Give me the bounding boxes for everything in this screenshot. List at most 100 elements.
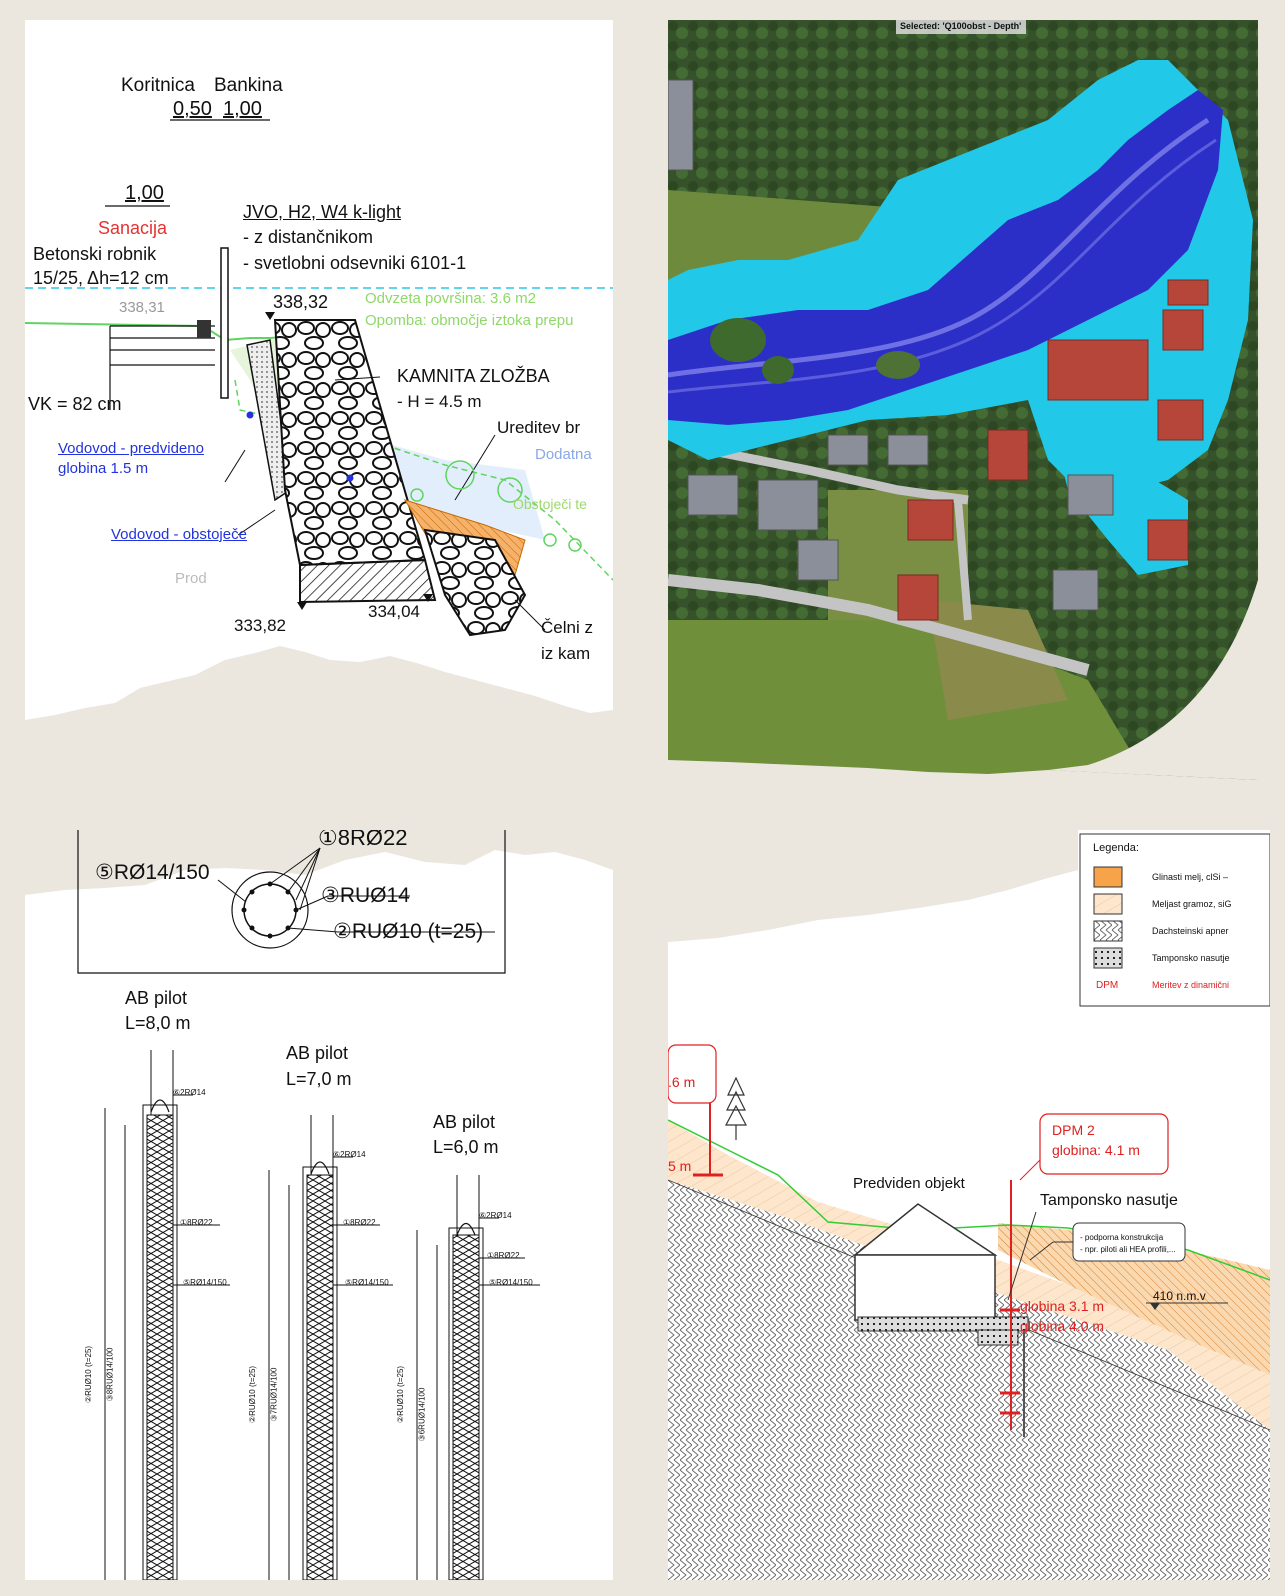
cross-section-panel: Koritnica Bankina 0,50 1,00 1,00 Sanacij… xyxy=(25,20,613,748)
pile-c-r5: ⑤RØ14/150 xyxy=(489,1278,533,1287)
geo-profile-panel: Legenda: Glinasti melj, clSi – Meljast g… xyxy=(668,830,1270,1580)
pile-drawing-panel: ①8RØ22 ⑤RØ14/150 ③RUØ14 ②RUØ10 (t=25) AB… xyxy=(25,830,613,1580)
koritnica-label: Koritnica xyxy=(121,75,195,96)
pile-a-vert-3: ③8RUØ14/100 xyxy=(105,1347,115,1402)
selected-layer-label: Selected: 'Q100obst - Depth' xyxy=(900,21,1022,31)
legend-item-dpm: Meritev z dinamični xyxy=(1152,980,1230,990)
pile-c-vert-2: ②RUØ10 (t=25) xyxy=(396,1365,406,1424)
pile-c-r1: ①8RØ22 xyxy=(487,1251,520,1260)
pile-b-vert-2: ②RUØ10 (t=25) xyxy=(248,1365,258,1424)
h45-label: - H = 4.5 m xyxy=(397,392,482,411)
pile-a-vert-2: ②RUØ10 (t=25) xyxy=(84,1345,94,1404)
legend-swatch-limestone xyxy=(1093,920,1123,942)
pile-b-r1: ①8RØ22 xyxy=(343,1218,376,1227)
pile-a-r5: ⑤RØ14/150 xyxy=(183,1278,227,1287)
legend-item-limestone: Dachsteinski apner xyxy=(1152,926,1229,936)
pile-c-r6: ⑥2RØ14 xyxy=(479,1211,512,1220)
legend-item-gravel: Meljast gramoz, siG xyxy=(1152,899,1232,909)
pile-cross-section xyxy=(231,871,309,949)
tamponsko-label: Tamponsko nasutje xyxy=(1040,1192,1178,1209)
odvzeta-label: Odvzeta površina: 3.6 m2 xyxy=(365,290,536,307)
concrete-curb xyxy=(197,320,211,338)
legend-swatch-fill xyxy=(1093,947,1123,969)
dim-100a: 1,00 xyxy=(223,98,262,120)
torn-paper-edge xyxy=(25,646,613,748)
elevation-label: 410 n.m.v xyxy=(1153,1289,1206,1303)
pile-a-length: L=8,0 m xyxy=(125,1013,191,1033)
legend-box xyxy=(1079,833,1270,1007)
guard-rail-post xyxy=(220,247,229,399)
pile-b-length: L=7,0 m xyxy=(286,1069,352,1089)
legend-title: Legenda: xyxy=(1093,842,1139,854)
pile-a-title: AB pilot xyxy=(125,988,188,1008)
elev-33832: 338,32 xyxy=(273,292,329,312)
label-rebar-3: ③RUØ14 xyxy=(321,884,410,907)
celni-label: Čelni z xyxy=(541,618,593,637)
dodatna-label: Dodatna xyxy=(535,446,592,463)
ureditev-label: Ureditev br xyxy=(497,418,581,437)
robnik-dim-label: 15/25, Δh=12 cm xyxy=(33,268,169,288)
pile-b-title: AB pilot xyxy=(286,1043,349,1063)
label-rebar-5: ⑤RØ14/150 xyxy=(95,861,210,884)
betonski-robnik-label: Betonski robnik xyxy=(33,244,157,264)
pile-b-r5: ⑤RØ14/150 xyxy=(345,1278,389,1287)
limestone-layer xyxy=(668,1180,1270,1580)
vodovod-obstojece-label: Vodovod - obstoječe xyxy=(111,526,247,543)
legend-item-fill: Tamponsko nasutje xyxy=(1152,953,1230,963)
section-box xyxy=(77,830,506,974)
pile-b-vert-3: ③7RUØ14/100 xyxy=(269,1367,279,1422)
cross-section-drawing xyxy=(25,119,613,637)
obstojeci-label: Obstoječi te xyxy=(513,496,587,512)
left-5m-label: 5 m xyxy=(668,1158,692,1174)
kamnita-zlozba-label: KAMNITA ZLOŽBA xyxy=(397,366,550,386)
clay-layer xyxy=(998,1223,1270,1375)
legend-item-clay: Glinasti melj, clSi – xyxy=(1152,872,1229,882)
jvo-label: JVO, H2, W4 k-light xyxy=(243,202,402,222)
opomba-label: Opomba: območje iztoka prepu xyxy=(365,312,574,329)
bankina-label: Bankina xyxy=(214,75,283,96)
note-line-2: - npr. piloti ali HEA profili,... xyxy=(1080,1245,1176,1254)
note-line-1: - podporna konstrukcija xyxy=(1080,1233,1164,1242)
deep-flood-area xyxy=(668,90,1223,425)
flood-depth-map xyxy=(668,20,1258,780)
depth-40-label: globina 4.0 m xyxy=(1020,1318,1105,1334)
dim-100b: 1,00 xyxy=(125,182,164,204)
depth-31-label: globina 3.1 m xyxy=(1020,1298,1105,1314)
pile-a xyxy=(104,1050,230,1580)
wall-foundation xyxy=(299,558,437,604)
pile-b xyxy=(268,1115,393,1580)
planned-building xyxy=(854,1254,996,1321)
elev-33382: 333,82 xyxy=(234,616,286,635)
elev-33404: 334,04 xyxy=(368,602,420,621)
dpm2-depth-label: globina: 4.1 m xyxy=(1052,1142,1140,1158)
pile-c-vert-3: ③6RUØ14/100 xyxy=(417,1387,427,1442)
left-depth-label: .6 m xyxy=(668,1074,696,1090)
dpm2-label: DPM 2 xyxy=(1052,1122,1095,1138)
planned-building-label: Predviden objekt xyxy=(853,1175,965,1192)
distancnik-label: - z distančnikom xyxy=(243,227,374,247)
geo-profile-drawing xyxy=(668,830,1270,1580)
prod-label: Prod xyxy=(175,570,207,587)
svetlobni-label: - svetlobni odsevniki 6101-1 xyxy=(243,253,467,273)
label-rebar-1: ①8RØ22 xyxy=(318,830,408,850)
label-rebar-2: ②RUØ10 (t=25) xyxy=(333,920,484,943)
globina15-label: globina 1.5 m xyxy=(58,460,149,477)
pile-a-r1: ①8RØ22 xyxy=(180,1218,213,1227)
end-stones xyxy=(423,528,527,637)
legend-key-dpm: DPM xyxy=(1096,980,1119,991)
dim-050: 0,50 xyxy=(173,98,212,120)
legend-swatch-gravel xyxy=(1093,893,1123,915)
vk-label: VK = 82 cm xyxy=(28,394,122,414)
iz-kam-label: iz kam xyxy=(541,644,591,663)
legend-swatch-clay xyxy=(1093,866,1123,888)
pile-c-title: AB pilot xyxy=(433,1112,496,1132)
vodovod-predvideno-label: Vodovod - predvideno xyxy=(58,440,204,457)
pile-drawing xyxy=(25,830,613,1580)
pile-a-r6: ⑥2RØ14 xyxy=(173,1088,206,1097)
elev-33831: 338,31 xyxy=(119,299,165,316)
pile-b-r6: ⑥2RØ14 xyxy=(333,1150,366,1159)
pile-c xyxy=(416,1175,540,1580)
tree-icon xyxy=(725,1076,747,1140)
flood-map-panel: Selected: 'Q100obst - Depth' xyxy=(668,20,1258,780)
